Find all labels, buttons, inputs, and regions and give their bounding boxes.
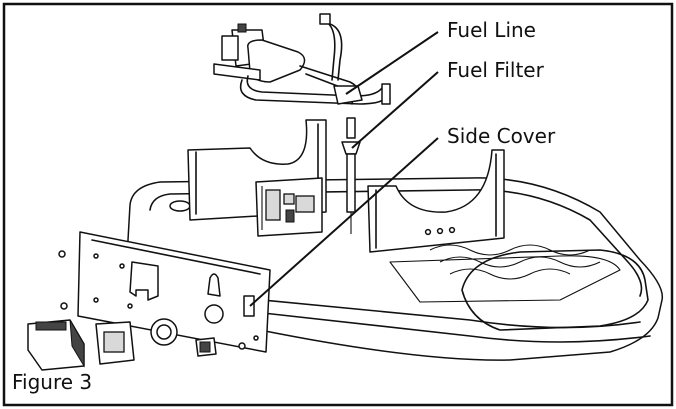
- fuel-filter-leader: [351, 71, 439, 149]
- circuit-board: [255, 177, 323, 237]
- fuel-line-leader: [345, 31, 439, 95]
- fuel-pump-assembly: [213, 13, 391, 105]
- fuel-line-label: Fuel Line: [447, 18, 536, 42]
- control-modules: [27, 318, 217, 371]
- right-cradle: [367, 149, 505, 253]
- side-cover-leader: [249, 137, 439, 307]
- side-cover-label: Side Cover: [447, 124, 556, 148]
- fuel-filter-label: Fuel Filter: [447, 58, 544, 82]
- figure-caption: Figure 3: [12, 370, 93, 394]
